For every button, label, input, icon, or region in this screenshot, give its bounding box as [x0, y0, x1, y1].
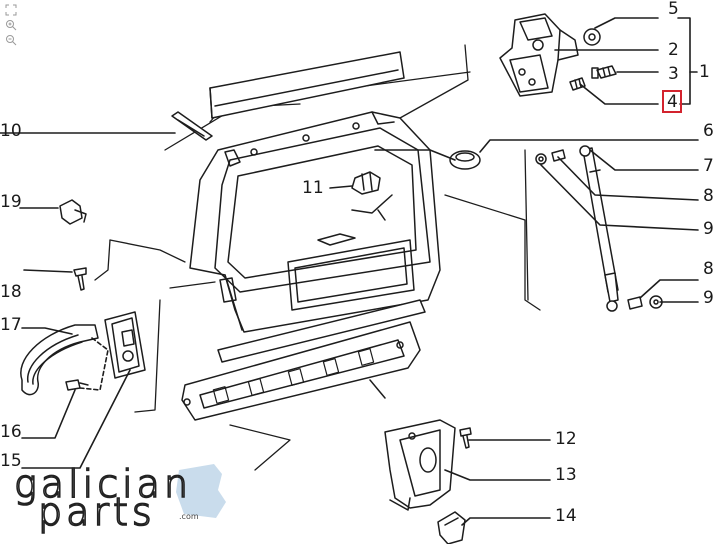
washer-5 — [583, 28, 601, 46]
callout-6[interactable]: 6 — [703, 121, 714, 141]
bezel-15 — [104, 311, 146, 379]
callout-2[interactable]: 2 — [668, 40, 679, 60]
callout-13[interactable]: 13 — [555, 465, 577, 485]
part-19 — [59, 199, 87, 225]
logo-word-1: galician — [13, 461, 193, 507]
roof-spoiler — [209, 51, 405, 119]
zoom-in-icon[interactable] — [5, 19, 17, 31]
hinge-assembly — [499, 13, 579, 97]
callout-14[interactable]: 14 — [555, 506, 577, 526]
screw-12 — [459, 427, 472, 449]
callout-15[interactable]: 15 — [0, 451, 22, 471]
callout-19[interactable]: 19 — [0, 192, 22, 212]
callout-8-lower[interactable]: 8 — [703, 259, 714, 279]
callout-16[interactable]: 16 — [0, 422, 22, 442]
seal-strip-10 — [171, 111, 213, 141]
callout-9-upper[interactable]: 9 — [703, 219, 714, 239]
callout-4[interactable]: 4 — [667, 92, 678, 112]
leader-lines — [0, 17, 699, 526]
gas-strut-7 — [579, 145, 619, 312]
viewer-toolbar — [5, 4, 19, 49]
screw-18 — [73, 267, 87, 291]
highlight-frame — [662, 90, 682, 113]
body-outline — [94, 44, 541, 471]
zoom-out-icon[interactable] — [5, 34, 17, 46]
bolt-3 — [591, 65, 617, 79]
pull-strap-17 — [20, 324, 99, 396]
logo-word-2: parts — [37, 489, 156, 535]
screw-4 — [569, 77, 586, 91]
callout-12[interactable]: 12 — [555, 429, 577, 449]
map-shape-icon — [176, 464, 226, 518]
part-11 — [351, 171, 393, 221]
callout-8-upper[interactable]: 8 — [703, 186, 714, 206]
fit-icon[interactable] — [5, 4, 17, 16]
grommet-6 — [449, 150, 481, 170]
callout-1[interactable]: 1 — [699, 62, 710, 82]
screw-16 — [65, 379, 89, 391]
callout-18[interactable]: 18 — [0, 282, 22, 302]
fasteners-8-9 — [535, 149, 663, 310]
bracket-13 — [384, 419, 456, 511]
clip-14 — [437, 511, 466, 544]
tailgate-panel — [189, 111, 441, 333]
inner-trim — [181, 299, 426, 421]
callout-11[interactable]: 11 — [302, 178, 324, 198]
callout-3[interactable]: 3 — [668, 64, 679, 84]
callout-17[interactable]: 17 — [0, 315, 22, 335]
callout-7[interactable]: 7 — [703, 156, 714, 176]
callout-10[interactable]: 10 — [0, 121, 22, 141]
callout-9-lower[interactable]: 9 — [703, 288, 714, 308]
callout-5[interactable]: 5 — [668, 0, 679, 19]
logo-suffix: .com — [179, 512, 199, 521]
